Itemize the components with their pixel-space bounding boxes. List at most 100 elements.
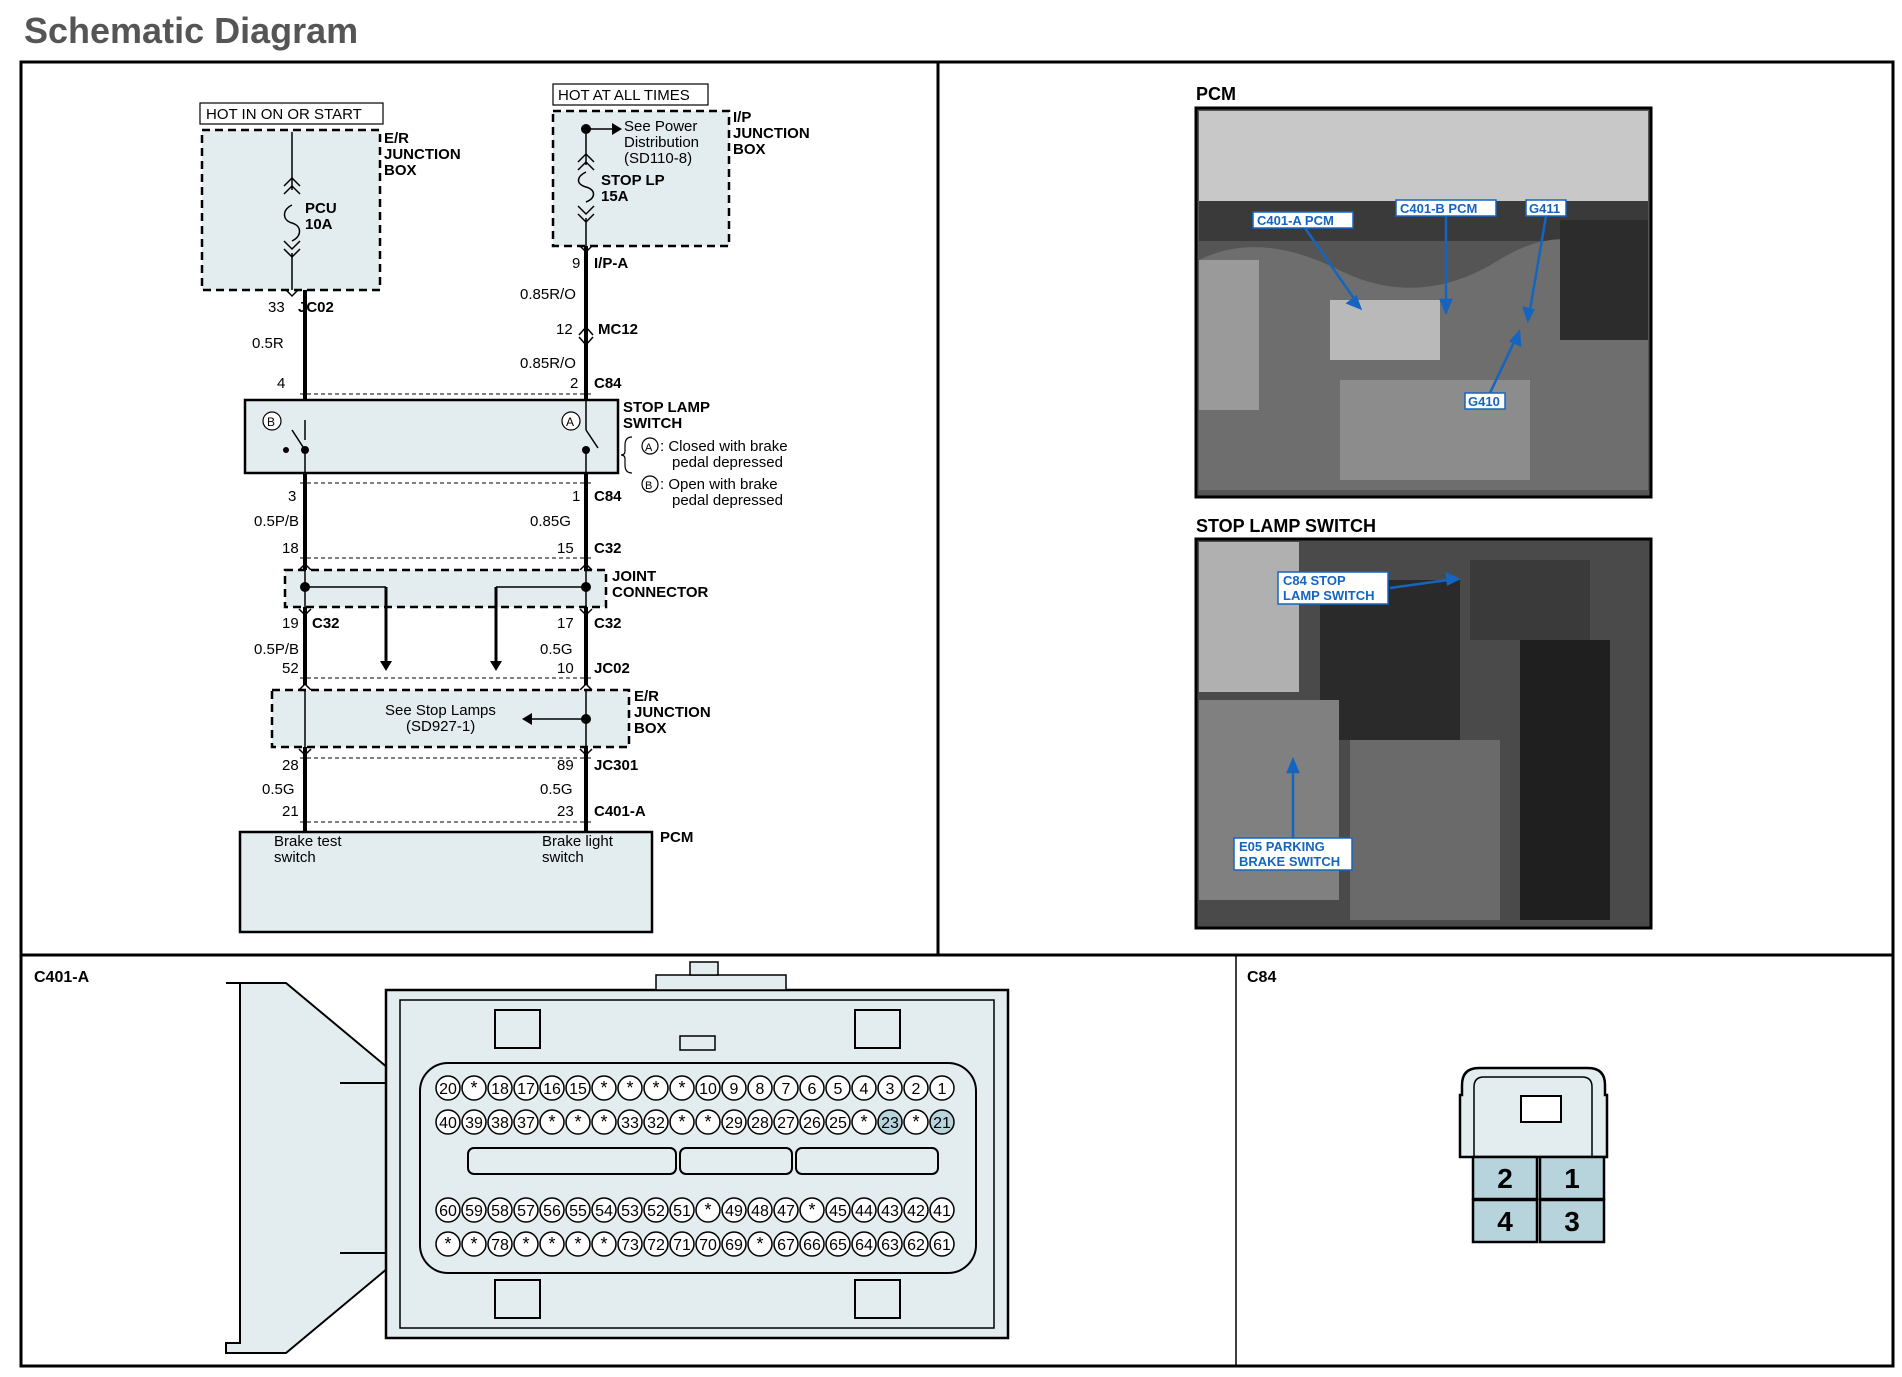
conn-c401a: C401-A	[594, 803, 646, 820]
c84-pin-label: 2	[1497, 1163, 1513, 1194]
c401a-pin-label: 7	[782, 1081, 791, 1098]
conn-c84-top: C84	[594, 375, 622, 392]
c401a-pin-cavity	[903, 1075, 929, 1101]
wire-085g-label: 0.85G	[530, 513, 571, 530]
c401a-pin-cavity	[539, 1231, 565, 1257]
c401a-pin-label: 26	[803, 1115, 821, 1132]
ip-jb-label-2: JUNCTION	[733, 125, 810, 142]
c401a-pin-label: 67	[777, 1237, 795, 1254]
c401a-pin-cavity	[773, 1109, 799, 1135]
page-title: Schematic Diagram	[24, 10, 359, 51]
c401a-pin-cavity	[799, 1197, 825, 1223]
note-b-badge: B	[645, 480, 652, 492]
pin-89: 89	[557, 757, 574, 774]
c401a-pin-cavity	[591, 1197, 617, 1223]
c401a-pin-cavity	[695, 1197, 721, 1223]
c401a-pin-cavity	[747, 1197, 773, 1223]
c401a-pin-label: *	[444, 1234, 451, 1254]
jc-label-2: CONNECTOR	[612, 584, 709, 601]
c401a-pin-label: 78	[491, 1237, 509, 1254]
c401a-pin-label: *	[600, 1112, 607, 1132]
c401a-pin-cavity	[591, 1075, 617, 1101]
c401a-pin-cavity	[877, 1231, 903, 1257]
pcm-tag-c401b: C401-B PCM	[1400, 201, 1477, 216]
c84-pin-label: 3	[1564, 1206, 1580, 1237]
pcm-tag-g410: G410	[1468, 394, 1500, 409]
pin-1: 1	[572, 488, 580, 505]
c401a-pin-cavity	[877, 1197, 903, 1223]
c401a-pin-cavity	[903, 1197, 929, 1223]
c84-pin-cavity	[1471, 1155, 1539, 1201]
c401a-pin-cavity	[539, 1075, 565, 1101]
c401a-pin-cavity	[435, 1075, 461, 1101]
note-b-2: pedal depressed	[672, 492, 783, 509]
joint-connector-box	[283, 568, 608, 609]
sls-photo-title: STOP LAMP SWITCH	[1196, 516, 1376, 536]
conn-ipa: I/P-A	[594, 255, 628, 272]
outer-frame	[19, 60, 1895, 1368]
c401a-pin-label: 16	[543, 1081, 561, 1098]
sls-tag-e05-1: E05 PARKING	[1239, 839, 1325, 854]
c401a-pin-cavity	[877, 1075, 903, 1101]
sls-tag-c84-1: C84 STOP	[1283, 573, 1346, 588]
er-jb2-label-2: JUNCTION	[634, 704, 711, 721]
ip-jb-label-3: BOX	[733, 141, 766, 158]
c401a-pin-cavity	[825, 1075, 851, 1101]
c401a-pin-cavity	[929, 1075, 955, 1101]
pin-15: 15	[557, 540, 574, 557]
sls-label-2: SWITCH	[623, 415, 682, 432]
c401a-pin-label: 55	[569, 1203, 587, 1220]
c401a-pin-cavity	[461, 1197, 487, 1223]
conn-mc12: MC12	[598, 321, 638, 338]
pin-28: 28	[282, 757, 299, 774]
c401a-pin-label: *	[470, 1234, 477, 1254]
c401a-pin-cavity	[591, 1231, 617, 1257]
c401a-pin-label: *	[600, 1078, 607, 1098]
note-a-badge: A	[645, 442, 653, 454]
c84-pin-cavity	[1538, 1198, 1606, 1244]
wire-05g-label-1: 0.5G	[540, 641, 573, 658]
c401a-pin-cavity	[669, 1197, 695, 1223]
jc-arrow-right-icon	[490, 661, 502, 671]
c401a-pin-cavity	[487, 1075, 513, 1101]
c401a-pin-cavity	[747, 1075, 773, 1101]
pin-19: 19	[282, 615, 299, 632]
er-jb2-label-3: BOX	[634, 720, 667, 737]
jc-label-1: JOINT	[612, 568, 656, 585]
c401a-pin-cavity	[513, 1231, 539, 1257]
c401a-pin-cavity	[695, 1075, 721, 1101]
c401a-pin-label: *	[548, 1234, 555, 1254]
wiring-schematic: HOT IN ON OR START E/R JUNCTION BOX PCU …	[199, 83, 810, 934]
see-power-3: (SD110-8)	[624, 150, 692, 167]
c401a-pin-cavity	[877, 1109, 903, 1135]
c401a-pin-cavity	[903, 1109, 929, 1135]
pcu-fuse-icon	[283, 204, 301, 242]
c401a-pin-cavity	[643, 1109, 669, 1135]
c401a-pin-label: 42	[907, 1203, 925, 1220]
c401a-pin-label: 3	[886, 1081, 895, 1098]
conn-jc02-bot: JC02	[594, 660, 630, 677]
c401a-pin-label: 52	[647, 1203, 665, 1220]
c401a-pin-cavity	[461, 1109, 487, 1135]
pin-10: 10	[557, 660, 574, 677]
stop-lamp-switch-box	[243, 398, 620, 475]
c401a-pin-cavity	[435, 1109, 461, 1135]
contact-b-icon	[262, 411, 282, 431]
c401a-pin-cavity	[695, 1109, 721, 1135]
c401a-pin-label: 10	[699, 1081, 717, 1098]
c401a-pin-label: 44	[855, 1203, 873, 1220]
c401a-pin-cavity	[773, 1075, 799, 1101]
pin-12: 12	[556, 321, 573, 338]
brake-test-1: Brake test	[274, 833, 342, 850]
see-power-2: Distribution	[624, 134, 699, 151]
sls-tag-e05-2: BRAKE SWITCH	[1239, 854, 1340, 869]
c401a-pin-cavity	[721, 1197, 747, 1223]
c401a-pin-label: *	[678, 1112, 685, 1132]
c401a-pin-label: *	[860, 1112, 867, 1132]
pcm-tag-g411: G411	[1529, 201, 1560, 216]
c401a-pin-label: 40	[439, 1115, 457, 1132]
c401a-pin-label: 53	[621, 1203, 639, 1220]
pcm-photo-panel: PCM C401-A PCM C401-B PCM G411 G410	[1194, 84, 1653, 499]
c401a-pin-cavity	[721, 1231, 747, 1257]
